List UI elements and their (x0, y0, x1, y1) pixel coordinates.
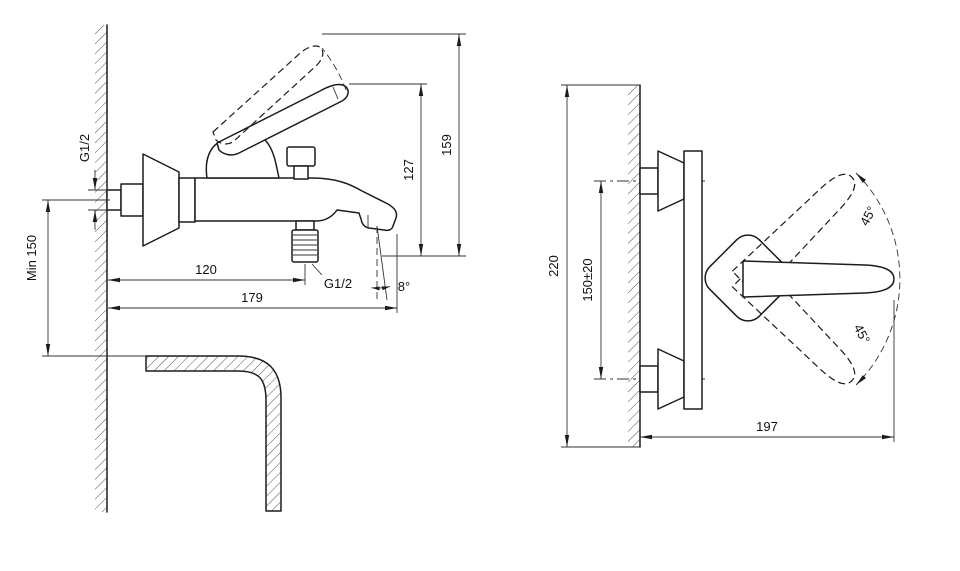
diverter-cap (286, 146, 316, 167)
outlet-offset-label: 120 (195, 262, 217, 277)
swing-up-label: 45° (857, 204, 879, 228)
swing-arc (855, 172, 901, 386)
shower-outlet (291, 220, 319, 263)
overall-width-label: 197 (756, 419, 778, 434)
mounting-assembly (639, 150, 703, 410)
upper-escutcheon (657, 150, 685, 212)
inlet-thread-label: G1/2 (77, 134, 92, 162)
leader-line (311, 263, 323, 276)
wall-hatching (95, 25, 107, 512)
outlet-thread-label: G1/2 (324, 276, 352, 291)
height-upper-label: 127 (401, 159, 416, 181)
swing-down-label: 45° (851, 322, 873, 346)
lever-tip-line (332, 86, 339, 100)
dim-spout-reach: 179 (108, 234, 398, 313)
lever-down-dashed (731, 260, 856, 385)
dim-overall-width: 197 (640, 300, 895, 442)
escutcheon-cone (142, 153, 180, 247)
lever-handle (216, 83, 349, 156)
lever-swing-arc (321, 47, 347, 91)
dim-height-upper: 127 (349, 83, 466, 257)
dim-inlet-thread: G1/2 (77, 134, 106, 230)
lever-handle-raised-dashed (212, 45, 324, 145)
lever-up-dashed (731, 173, 856, 298)
spout-reach-label: 179 (241, 290, 263, 305)
lower-escutcheon (657, 348, 685, 410)
inlet-nut (120, 183, 144, 217)
body-column (683, 150, 703, 410)
diverter-knob (286, 146, 316, 180)
mount-spacing-label: 150±20 (580, 258, 595, 301)
dim-mount-spacing: 150±20 (580, 181, 604, 379)
escutcheon-collar (178, 177, 196, 223)
dim-outlet-offset: 120 (108, 262, 306, 285)
dim-height-total: 159 (322, 33, 466, 256)
overall-height-label: 220 (546, 255, 561, 277)
wall-hatching (628, 85, 640, 447)
dim-min-height: Min 150 (24, 199, 146, 357)
angle-arc (371, 286, 390, 291)
outlet-neck (295, 220, 315, 231)
dim-overall-height: 220 (546, 84, 640, 448)
height-total-label: 159 (439, 134, 454, 156)
bathtub-section (145, 355, 282, 512)
lever-handle-front (742, 260, 895, 298)
inlet-connection (106, 153, 196, 247)
dim-spout-angle: 8° (371, 225, 410, 301)
upper-inlet-pipe (639, 167, 659, 195)
dim-outlet-thread: G1/2 (311, 263, 352, 291)
front-view: 45° 45° 220 150±20 197 (546, 84, 901, 448)
diverter-neck (293, 165, 309, 180)
spout-angle-label: 8° (398, 279, 410, 294)
side-view: G1/2 Min 150 120 179 G1/2 (24, 24, 466, 513)
faucet-body-spout (194, 177, 398, 232)
angle-line (376, 225, 388, 301)
min-height-label: Min 150 (24, 235, 39, 281)
outlet-thread-body (291, 229, 319, 263)
lower-inlet-pipe (639, 365, 659, 393)
